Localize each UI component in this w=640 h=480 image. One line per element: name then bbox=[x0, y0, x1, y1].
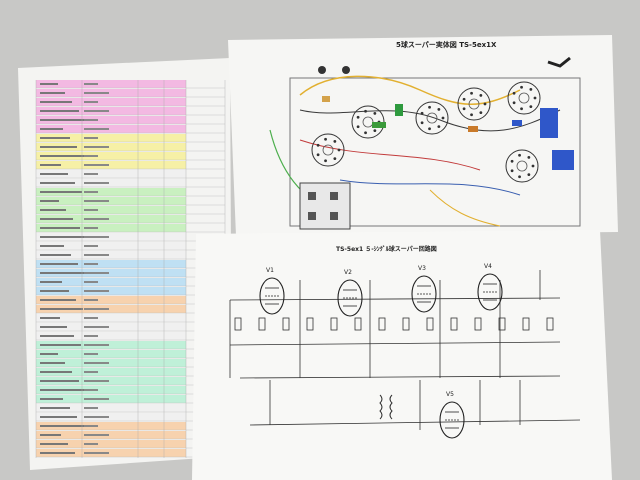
resistor-symbol bbox=[522, 317, 530, 331]
resistor-symbol bbox=[426, 317, 434, 331]
wiring-diagram-sheet bbox=[228, 35, 618, 236]
tube-symbol bbox=[477, 273, 503, 311]
parts-list-row bbox=[36, 125, 186, 133]
parts-list-row bbox=[36, 134, 186, 142]
parts-list-row bbox=[36, 440, 186, 448]
resistor-symbol bbox=[330, 317, 338, 331]
parts-list-row bbox=[36, 242, 186, 250]
parts-list-row bbox=[36, 413, 186, 421]
parts-list-row bbox=[36, 197, 186, 205]
resistor-symbol bbox=[354, 317, 362, 331]
resistor-symbol bbox=[378, 317, 386, 331]
parts-list-row bbox=[36, 278, 186, 286]
parts-list-row bbox=[36, 179, 186, 187]
tube-socket bbox=[311, 133, 345, 167]
parts-list-row bbox=[36, 98, 186, 106]
parts-list-row bbox=[36, 206, 186, 214]
power-transformer bbox=[379, 394, 393, 420]
parts-list-row bbox=[36, 386, 186, 394]
tube-socket bbox=[505, 149, 539, 183]
resistor-symbol bbox=[450, 317, 458, 331]
tube-label: V5 bbox=[446, 391, 454, 398]
parts-list-row bbox=[36, 422, 186, 430]
tube-symbol bbox=[337, 279, 363, 317]
resistor-symbol bbox=[306, 317, 314, 331]
parts-list-row bbox=[36, 332, 186, 340]
parts-list-rows bbox=[35, 80, 226, 458]
tube-symbol bbox=[439, 401, 465, 439]
parts-list-row bbox=[36, 80, 186, 88]
parts-list-row bbox=[36, 89, 186, 97]
parts-list-row bbox=[36, 305, 186, 313]
resistor-symbol bbox=[258, 317, 266, 331]
tube-label: V1 bbox=[266, 267, 274, 274]
parts-list-row bbox=[36, 431, 186, 439]
parts-list-row bbox=[36, 161, 186, 169]
tube-socket bbox=[415, 101, 449, 135]
parts-list-sheet bbox=[18, 58, 232, 470]
tube-symbol bbox=[259, 277, 285, 315]
tube-label: V3 bbox=[418, 265, 426, 272]
parts-list-row bbox=[36, 296, 186, 304]
parts-list-row bbox=[36, 377, 186, 385]
tube-label: V4 bbox=[484, 263, 492, 270]
tube-socket bbox=[457, 87, 491, 121]
parts-list-row bbox=[36, 260, 186, 268]
parts-list-row bbox=[36, 404, 186, 412]
parts-list-row bbox=[36, 350, 186, 358]
wiring-diagram-title: 5球スーパー実体図 TS-5ex1X bbox=[396, 41, 497, 49]
wiring-tube-sockets bbox=[311, 81, 541, 183]
parts-list-row bbox=[36, 314, 186, 322]
tube-label: V2 bbox=[344, 269, 352, 276]
parts-list-row bbox=[36, 215, 186, 223]
parts-list-row bbox=[36, 269, 186, 277]
tube-socket bbox=[507, 81, 541, 115]
parts-list-row bbox=[36, 143, 186, 151]
parts-list-row bbox=[36, 107, 186, 115]
parts-list-row bbox=[36, 287, 186, 295]
parts-list-row bbox=[36, 395, 186, 403]
schematic-lines bbox=[229, 270, 581, 430]
parts-list-row bbox=[36, 116, 186, 124]
parts-list-row bbox=[36, 224, 186, 232]
parts-list-row bbox=[36, 152, 186, 160]
parts-list-row bbox=[36, 233, 186, 241]
resistor-symbol bbox=[402, 317, 410, 331]
parts-list-row bbox=[36, 188, 186, 196]
tube-symbol bbox=[411, 275, 437, 313]
parts-list-row bbox=[36, 449, 186, 457]
parts-list-row bbox=[36, 170, 186, 178]
resistor-symbol bbox=[546, 317, 554, 331]
capacitor-blue bbox=[552, 150, 574, 170]
parts-list-row bbox=[36, 359, 186, 367]
resistor-symbol bbox=[474, 317, 482, 331]
resistor-symbol bbox=[234, 317, 242, 331]
resistor-symbol bbox=[282, 317, 290, 331]
schematic-title: TS-5ex1 ５-ｼﾝｸﾞﾙ球スーパー回路図 bbox=[336, 246, 437, 253]
parts-list-row bbox=[36, 341, 186, 349]
capacitor-blue bbox=[540, 108, 558, 138]
switch-block bbox=[299, 182, 351, 230]
parts-list-row bbox=[36, 323, 186, 331]
parts-list-row bbox=[36, 251, 186, 259]
resistor-symbol bbox=[498, 317, 506, 331]
parts-list-row bbox=[36, 368, 186, 376]
